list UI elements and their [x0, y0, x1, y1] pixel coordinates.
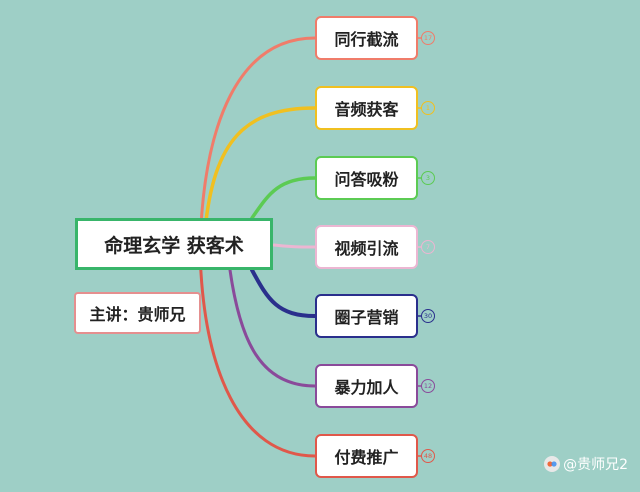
connector-line: [272, 243, 317, 249]
branch-node-1[interactable]: 同行截流: [315, 16, 418, 60]
branch-node-7[interactable]: 付费推广: [315, 434, 418, 478]
connector-line: [198, 36, 317, 252]
watermark: @贵师兄2: [544, 454, 628, 474]
branch-node-2[interactable]: 音频获客: [315, 86, 418, 130]
badge-count: 30: [423, 312, 433, 320]
branch-node-5[interactable]: 圈子营销: [315, 294, 418, 338]
presenter-label: 主讲：贵师兄: [89, 305, 186, 324]
connector-line: [250, 268, 317, 318]
branch-label: 圈子营销: [334, 308, 399, 327]
branch-badge-6[interactable]: 12: [421, 379, 435, 393]
badge-count: 7: [425, 243, 431, 251]
badge-count: 3: [425, 174, 431, 182]
branch-label: 暴力加人: [334, 378, 399, 397]
badge-count: 17: [423, 34, 433, 42]
branch-badge-2[interactable]: 1: [421, 101, 435, 115]
badge-count: 48: [423, 452, 433, 460]
connector-line: [228, 268, 317, 388]
platform-logo-icon: [544, 456, 561, 472]
connector-line: [203, 106, 317, 232]
watermark-text: @贵师兄2: [563, 457, 628, 473]
badge-count: 1: [425, 104, 431, 112]
root-topic-node[interactable]: 命理玄学 获客术: [75, 218, 273, 270]
branch-badge-5[interactable]: 30: [421, 309, 435, 323]
branch-badge-4[interactable]: 7: [421, 240, 435, 254]
badge-count: 12: [423, 382, 433, 390]
connector-line: [198, 248, 317, 458]
branch-badge-1[interactable]: 17: [421, 31, 435, 45]
branch-node-6[interactable]: 暴力加人: [315, 364, 418, 408]
branch-label: 音频获客: [334, 100, 399, 119]
root-topic-label: 命理玄学 获客术: [104, 234, 244, 257]
presenter-node[interactable]: 主讲：贵师兄: [74, 292, 201, 334]
branch-badge-7[interactable]: 48: [421, 449, 435, 463]
branch-node-4[interactable]: 视频引流: [315, 225, 418, 269]
branch-badge-3[interactable]: 3: [421, 171, 435, 185]
branch-label: 同行截流: [334, 30, 399, 49]
connector-line: [250, 176, 317, 220]
branch-label: 问答吸粉: [334, 170, 399, 189]
branch-label: 视频引流: [334, 239, 399, 258]
branch-label: 付费推广: [334, 448, 399, 467]
branch-node-3[interactable]: 问答吸粉: [315, 156, 418, 200]
